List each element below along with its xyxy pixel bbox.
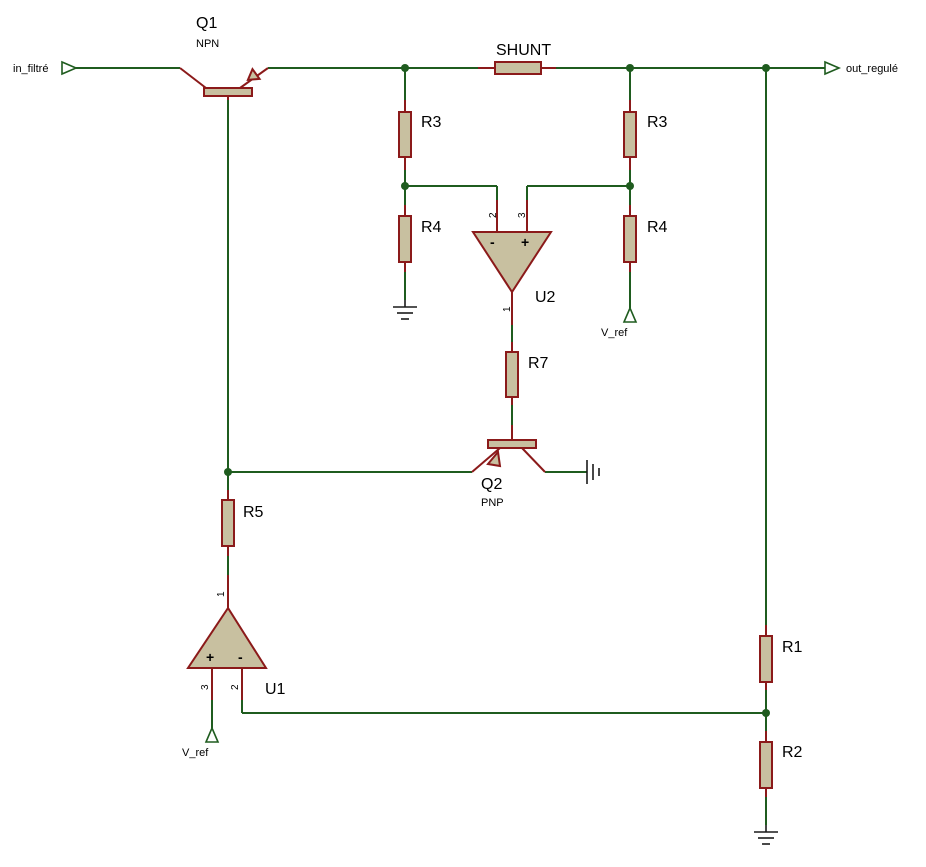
- vref-port-left: V_ref: [182, 725, 220, 759]
- junction-dot: [401, 64, 409, 72]
- resistor-r5: R5: [221, 490, 264, 556]
- u1-plus-sign: +: [206, 649, 214, 665]
- vref-left-label: V_ref: [182, 747, 209, 759]
- resistor-r2: R2: [759, 731, 803, 797]
- q2-type: PNP: [481, 497, 504, 509]
- output-port-label: out_regulé: [846, 63, 898, 75]
- u1-ref: U1: [265, 681, 286, 698]
- r1-label: R1: [782, 639, 803, 656]
- resistor-r7: R7: [505, 342, 549, 405]
- junction-dot: [626, 182, 634, 190]
- resistor-r3-left: R3: [398, 100, 442, 170]
- r2-label: R2: [782, 744, 803, 761]
- transistor-q2: Q2 PNP: [471, 425, 546, 509]
- junction-dot: [224, 468, 232, 476]
- resistor-r1: R1: [759, 625, 803, 690]
- resistor-r4-left: R4: [398, 205, 442, 272]
- resistor-r3-right: R3: [623, 100, 668, 170]
- u1-minus-sign: -: [238, 649, 243, 665]
- ground-icon: [586, 460, 600, 484]
- junction-dot: [762, 709, 770, 717]
- u2-minus-sign: -: [490, 234, 495, 250]
- u1-pin-out: 1: [216, 591, 227, 597]
- r4-left-label: R4: [421, 219, 442, 236]
- u2-pin-minus: 2: [488, 212, 499, 218]
- resistor-r4-right: R4: [623, 205, 668, 272]
- q1-type: NPN: [196, 38, 219, 50]
- junction-dot: [762, 64, 770, 72]
- input-port-label: in_filtré: [13, 63, 48, 75]
- u2-ref: U2: [535, 289, 556, 306]
- input-port: in_filtré: [13, 60, 79, 76]
- q2-ref: Q2: [481, 476, 502, 493]
- ground-icon: [393, 300, 417, 320]
- u1-pin-minus: 2: [230, 684, 241, 690]
- u2-pin-plus: 3: [517, 212, 528, 218]
- vref-port-right: V_ref: [601, 300, 638, 339]
- junctions: [224, 64, 770, 717]
- vref-right-label: V_ref: [601, 327, 628, 339]
- junction-dot: [401, 182, 409, 190]
- r3-left-label: R3: [421, 114, 442, 131]
- opamp-u1: + - 1 3 2 U1: [186, 575, 286, 700]
- r4-right-label: R4: [647, 219, 668, 236]
- wires: [76, 67, 825, 825]
- opamp-u2: - + 2 3 1 U2: [471, 200, 556, 325]
- r7-label: R7: [528, 355, 549, 372]
- resistor-shunt: SHUNT: [478, 42, 556, 75]
- shunt-label: SHUNT: [496, 42, 551, 59]
- ground-icon: [754, 825, 778, 845]
- junction-dot: [626, 64, 634, 72]
- u2-pin-out: 1: [502, 306, 513, 312]
- r3-right-label: R3: [647, 114, 668, 131]
- u1-pin-plus: 3: [200, 684, 211, 690]
- r5-label: R5: [243, 504, 264, 521]
- q1-ref: Q1: [196, 15, 217, 32]
- u2-plus-sign: +: [521, 234, 529, 250]
- transistor-q1: Q1 NPN: [179, 15, 269, 100]
- output-port: out_regulé: [824, 60, 898, 76]
